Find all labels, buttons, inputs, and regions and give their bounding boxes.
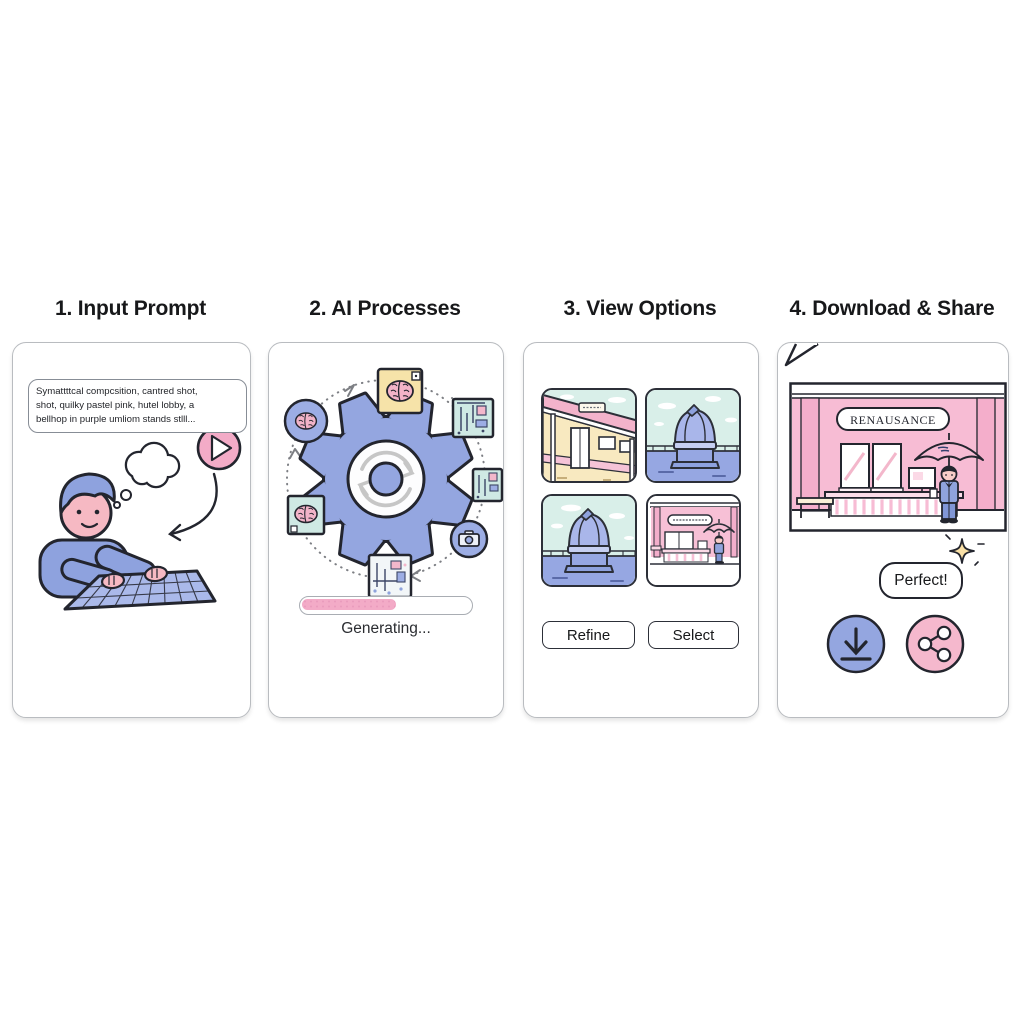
prompt-line: shot, quilky pastel pink, hutel lobby, a xyxy=(36,399,195,411)
typing-person xyxy=(38,472,217,611)
gear-icon xyxy=(298,391,474,567)
circuit-chip-icon xyxy=(451,397,495,439)
renaissance-sign: RENAUSANCE xyxy=(836,407,950,431)
step-2-card: Generating... xyxy=(268,342,504,718)
thumbnail-storefront[interactable] xyxy=(646,494,741,587)
storefront-scene: RENAUSANCE xyxy=(789,382,1007,532)
hands xyxy=(100,565,169,590)
mini-bellhop xyxy=(703,519,735,564)
refresh-arrows-icon xyxy=(357,450,415,508)
generating-label: Generating... xyxy=(341,620,431,637)
observatory-scene xyxy=(647,390,739,481)
thumbnail-observatory-2[interactable] xyxy=(541,494,637,587)
camera-circle-icon xyxy=(449,519,489,559)
step-1-card: Symattttcal compcsition, cantred shot, s… xyxy=(12,342,251,718)
step-3-heading: 3. View Options xyxy=(563,297,717,320)
share-icon[interactable] xyxy=(904,613,966,675)
thought-bubble-icon xyxy=(113,441,181,509)
circuit-board-icon xyxy=(367,553,413,599)
thumbnail-observatory-1[interactable] xyxy=(645,388,741,483)
thumbnail-train-station[interactable] xyxy=(541,388,637,483)
refine-button[interactable]: Refine xyxy=(542,621,635,649)
mini-storefront-scene xyxy=(648,496,739,585)
progress-bar xyxy=(299,596,473,615)
curved-arrow-icon xyxy=(167,472,218,542)
step-3-card: Refine Select xyxy=(523,342,759,718)
prompt-line: bellhop in purple umliom stands stlll... xyxy=(36,413,196,425)
step-4-heading: 4. Download & Share xyxy=(789,297,995,320)
brain-chip-icon xyxy=(286,494,326,536)
gear-illustration xyxy=(283,367,503,599)
brain-circle-icon xyxy=(283,398,329,444)
step-2-heading: 2. AI Processes xyxy=(309,297,461,320)
step-1-heading: 1. Input Prompt xyxy=(55,297,206,320)
sparkle-icon xyxy=(945,534,985,566)
perfect-bubble: Perfect! xyxy=(879,562,963,599)
bench xyxy=(796,497,834,518)
play-icon[interactable] xyxy=(196,425,242,471)
hair xyxy=(59,472,116,515)
perfect-label: Perfect! xyxy=(894,571,948,589)
brain-chip-icon xyxy=(376,367,424,415)
observatory-scene xyxy=(543,496,635,585)
svg-text:RENAUSANCE: RENAUSANCE xyxy=(850,413,936,427)
download-icon[interactable] xyxy=(825,613,887,675)
progress-fill xyxy=(301,598,397,610)
bellhop-with-umbrella xyxy=(914,433,984,524)
bubble-tail xyxy=(784,343,819,367)
circuit-chip-icon xyxy=(471,467,503,503)
prompt-textbox[interactable]: Symattttcal compcsition, cantred shot, s… xyxy=(28,379,247,433)
typing-person-illustration xyxy=(38,425,242,611)
select-button[interactable]: Select xyxy=(648,621,739,649)
step-4-card: RENAUSANCE xyxy=(777,342,1009,718)
train-station-scene xyxy=(543,390,635,481)
prompt-line: Symattttcal compcsition, cantred shot, xyxy=(36,386,198,397)
